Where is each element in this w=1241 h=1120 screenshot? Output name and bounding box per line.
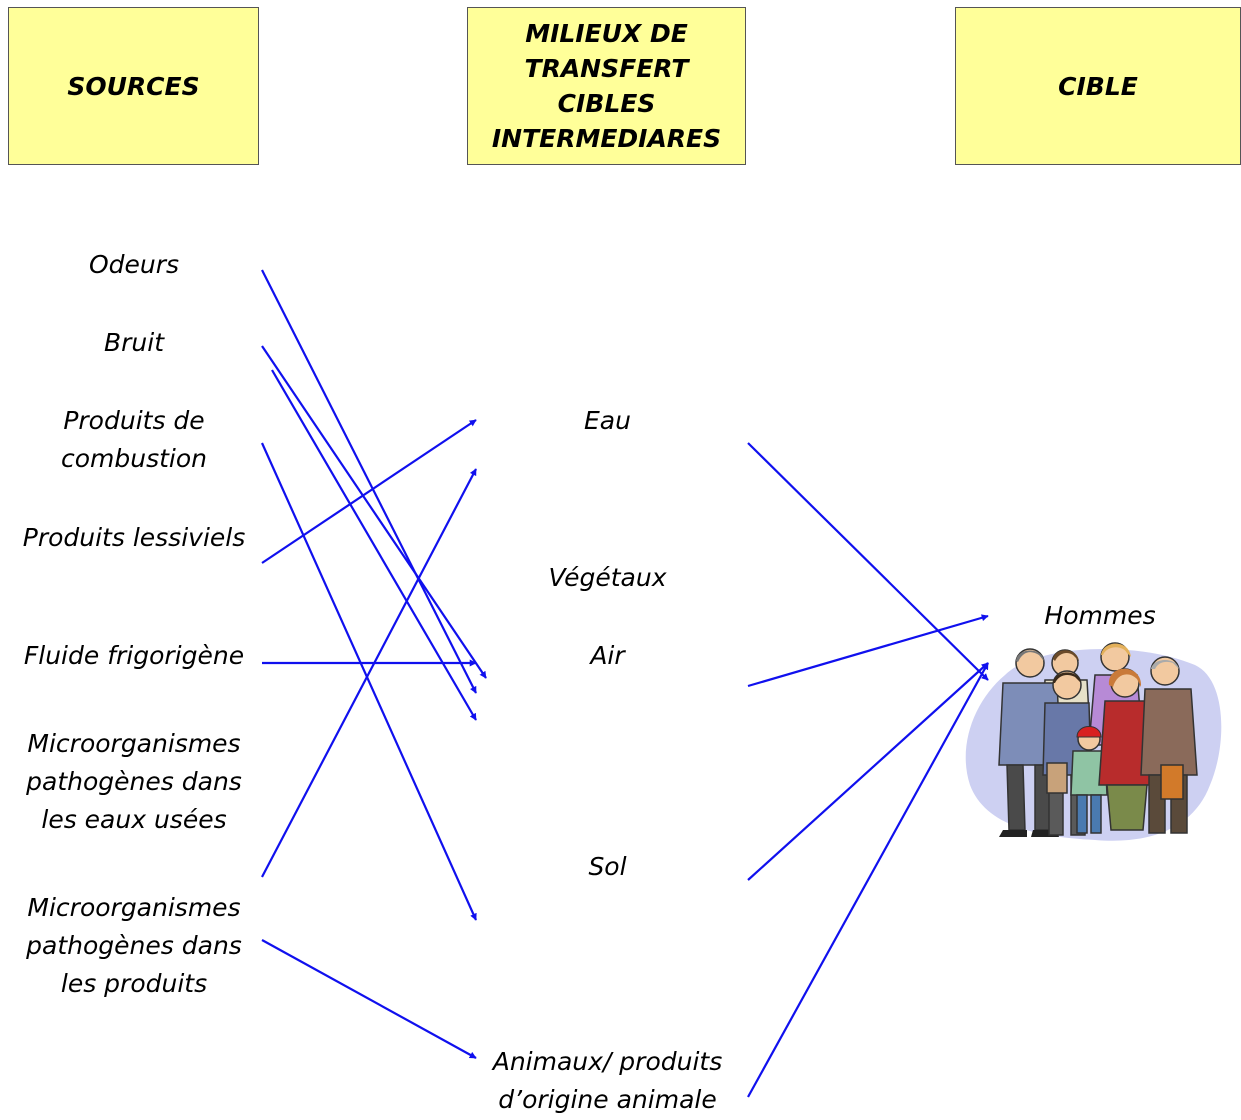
arrow-bruit-air-2 xyxy=(271,369,477,721)
arrow-micro-eaux-eau xyxy=(261,468,477,878)
arrow-lessiviels-eau xyxy=(261,419,477,564)
source-bruit: Bruit xyxy=(103,328,165,357)
group-of-people-clipart xyxy=(965,642,1222,841)
header-cible: CIBLE xyxy=(955,7,1241,165)
milieu-eau: Eau xyxy=(584,406,631,435)
arrow-bruit-air xyxy=(261,345,487,679)
milieu-sol: Sol xyxy=(588,852,627,881)
source-fluide-frigorigene: Fluide frigorigène xyxy=(23,641,245,670)
milieu-vegetaux: Végétaux xyxy=(548,563,667,592)
arrow-animaux-hommes xyxy=(747,662,989,1098)
source-produits-combustion: Produits de combustion xyxy=(60,406,208,473)
arrow-odeurs-air xyxy=(261,269,477,694)
header-sources: SOURCES xyxy=(8,7,259,165)
arrow-micro-produits-animaux xyxy=(261,939,477,1059)
source-produits-lessiviels: Produits lessiviels xyxy=(22,523,246,552)
cible-hommes: Hommes xyxy=(1044,601,1156,630)
source-odeurs: Odeurs xyxy=(88,250,180,279)
arrow-combustion-sol xyxy=(260,442,478,921)
milieu-animaux: Animaux/ produits d’origine animale xyxy=(492,1047,723,1114)
source-microorganismes-eaux-usees: Microorganismes pathogènes dans les eaux… xyxy=(26,729,242,834)
arrow-sol-hommes xyxy=(747,662,989,881)
arrow-eau-hommes xyxy=(747,442,989,681)
milieu-air: Air xyxy=(590,641,625,670)
header-milieux: MILIEUX DE TRANSFERT CIBLES INTERMEDIARE… xyxy=(467,7,746,165)
arrow-air-hommes xyxy=(747,614,989,688)
source-microorganismes-produits: Microorganismes pathogènes dans les prod… xyxy=(26,893,242,998)
